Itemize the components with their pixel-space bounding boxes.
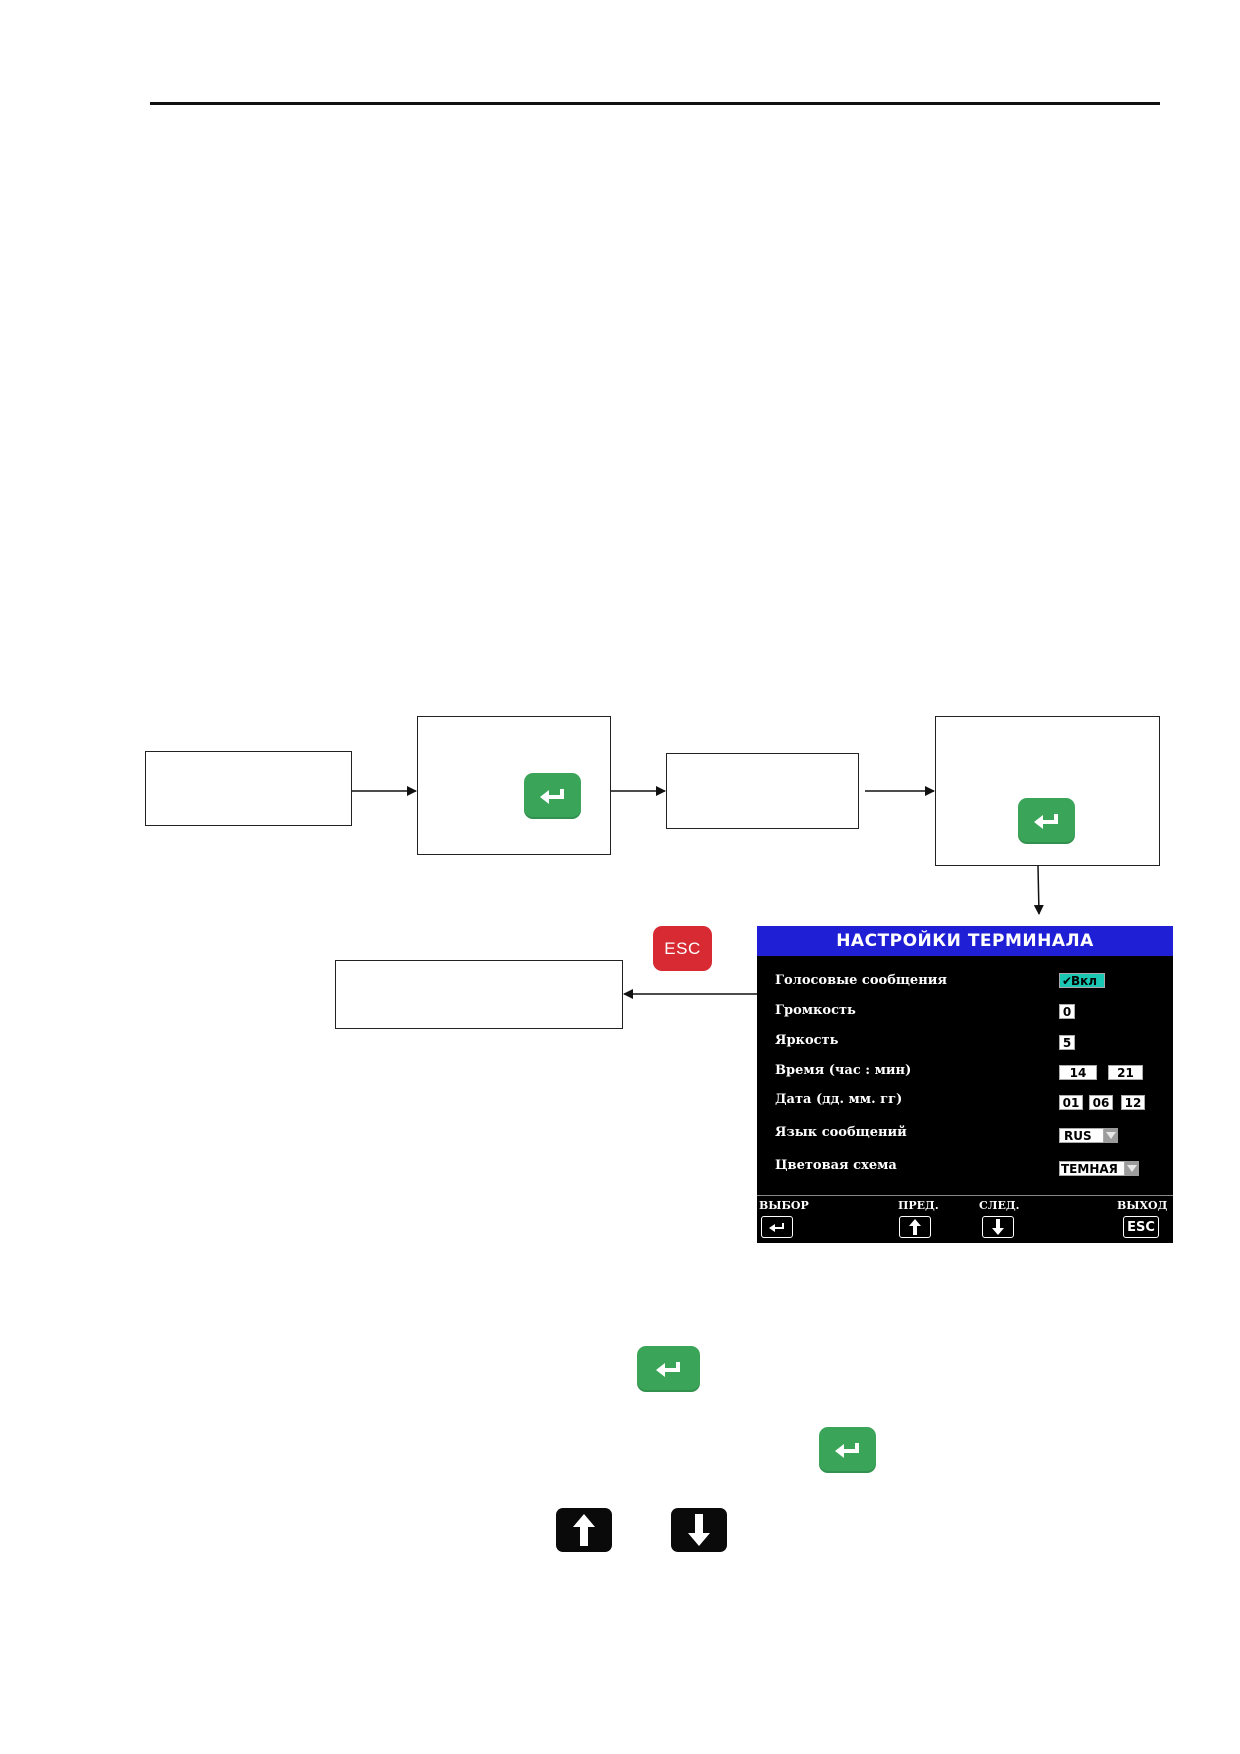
checkmark-icon: ✔ — [1062, 974, 1073, 988]
flow-box-2 — [417, 716, 611, 855]
screen-title: НАСТРОЙКИ ТЕРМИНАЛА — [757, 926, 1173, 956]
voice-toggle[interactable]: ✔Вкл — [1059, 973, 1105, 988]
voice-toggle-value: Вкл — [1071, 974, 1098, 988]
footer-separator — [757, 1195, 1173, 1196]
enter-key-icon — [637, 1346, 700, 1392]
setting-label-color-scheme: Цветовая схема — [775, 1158, 897, 1173]
enter-key-icon — [819, 1427, 876, 1473]
enter-key-icon — [524, 773, 581, 819]
flow-box-1 — [145, 751, 352, 826]
footer-enter-key[interactable] — [761, 1216, 793, 1238]
setting-label-date: Дата (дд. мм. гг) — [775, 1092, 903, 1107]
brightness-field[interactable]: 5 — [1059, 1035, 1075, 1050]
enter-icon — [769, 1223, 784, 1232]
setting-label-volume: Громкость — [775, 1003, 856, 1018]
language-select[interactable]: RUS — [1059, 1128, 1104, 1143]
footer-next-key[interactable] — [982, 1216, 1014, 1238]
date-day-field[interactable]: 01 — [1059, 1095, 1083, 1110]
flow-box-3 — [666, 753, 859, 829]
footer-esc-key[interactable]: ESC — [1123, 1216, 1159, 1238]
date-year-field[interactable]: 12 — [1121, 1095, 1145, 1110]
arrow-up-icon — [909, 1219, 921, 1235]
flow-box-exit — [335, 960, 623, 1029]
setting-label-language: Язык сообщений — [775, 1125, 907, 1140]
footer-prev-label: ПРЕД. — [898, 1199, 939, 1212]
flow-box-4 — [935, 716, 1160, 866]
language-dropdown-icon[interactable] — [1104, 1128, 1118, 1143]
arrow-up-key-icon — [556, 1508, 612, 1552]
footer-next-label: СЛЕД. — [979, 1199, 1020, 1212]
header-rule — [150, 102, 1160, 105]
footer-select-label: ВЫБОР — [759, 1199, 809, 1212]
footer-exit-label: ВЫХОД — [1117, 1199, 1168, 1212]
enter-key-icon — [1018, 798, 1075, 844]
color-scheme-dropdown-icon[interactable] — [1125, 1161, 1139, 1176]
time-hours-field[interactable]: 14 — [1059, 1065, 1097, 1080]
arrow-down-key-icon — [671, 1508, 727, 1552]
arrow-down-icon — [992, 1219, 1004, 1235]
footer-prev-key[interactable] — [899, 1216, 931, 1238]
date-month-field[interactable]: 06 — [1089, 1095, 1113, 1110]
setting-label-voice: Голосовые сообщения — [775, 973, 947, 988]
setting-label-time: Время (час : мин) — [775, 1063, 912, 1078]
setting-label-brightness: Яркость — [775, 1033, 839, 1048]
volume-field[interactable]: 0 — [1059, 1004, 1075, 1019]
terminal-settings-screen: НАСТРОЙКИ ТЕРМИНАЛА Голосовые сообщения … — [757, 926, 1173, 1243]
esc-key-icon: ESC — [653, 926, 712, 971]
time-minutes-field[interactable]: 21 — [1108, 1065, 1143, 1080]
color-scheme-select[interactable]: ТЕМНАЯ — [1059, 1161, 1125, 1176]
